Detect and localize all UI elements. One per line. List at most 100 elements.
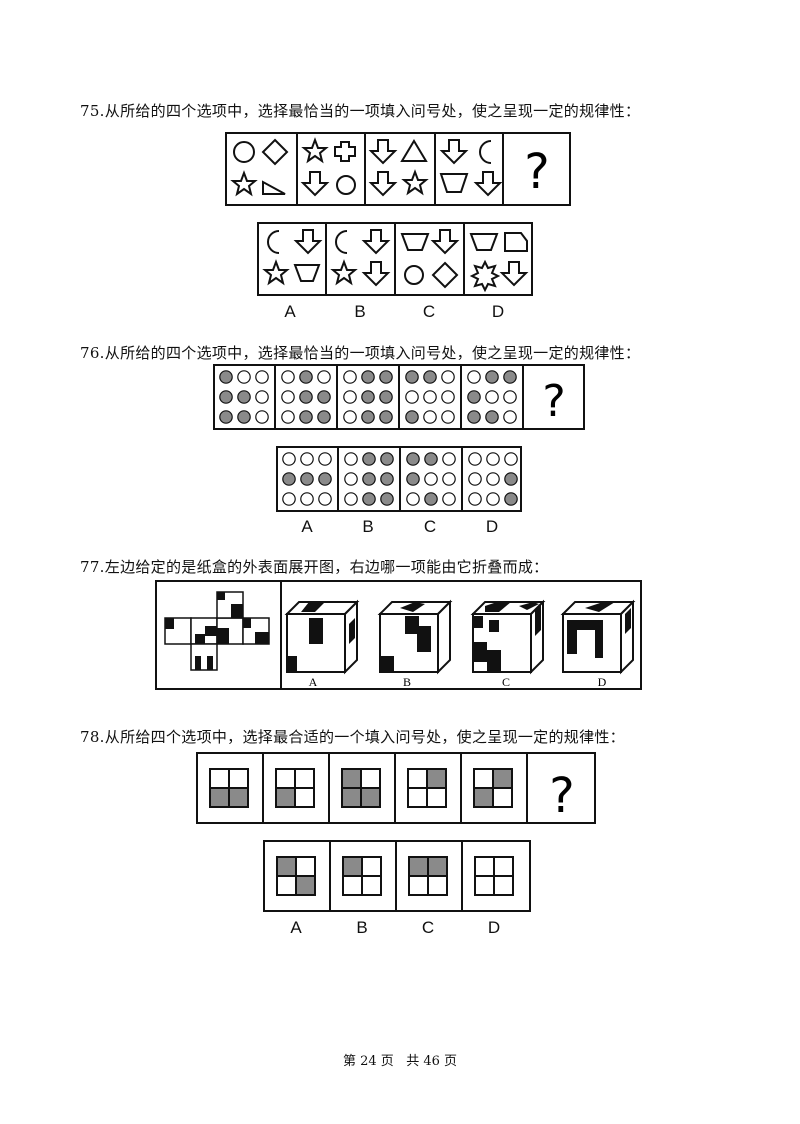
q76-option-1[interactable] bbox=[282, 452, 332, 506]
q76-option-4[interactable] bbox=[468, 452, 518, 506]
q78-option-2[interactable] bbox=[342, 856, 382, 896]
dot bbox=[344, 452, 358, 466]
quadrant bbox=[209, 787, 230, 808]
q76-options bbox=[276, 446, 522, 512]
q76-label-a: A bbox=[301, 517, 313, 536]
dot bbox=[424, 492, 438, 506]
q77-cube-net bbox=[164, 591, 270, 671]
dot bbox=[380, 472, 394, 486]
q76-seq-cell-3 bbox=[343, 370, 393, 424]
dot bbox=[344, 472, 358, 486]
dot bbox=[300, 472, 314, 486]
footer-page: 第 24 页 bbox=[342, 1054, 394, 1069]
dot bbox=[468, 472, 482, 486]
dot bbox=[299, 390, 313, 404]
q78-option-3[interactable] bbox=[408, 856, 448, 896]
quadrant bbox=[342, 875, 363, 896]
dot bbox=[282, 492, 296, 506]
dot bbox=[255, 410, 269, 424]
q78-seq-cell-5 bbox=[473, 768, 513, 808]
dot bbox=[442, 472, 456, 486]
q75-label-b: B bbox=[354, 302, 366, 321]
dot bbox=[379, 370, 393, 384]
q75-title: 75.从所给的四个选项中，选择最恰当的一项填入问号处，使之呈现一定的规律性： bbox=[80, 102, 641, 120]
quadrant bbox=[295, 856, 316, 877]
dot bbox=[423, 410, 437, 424]
q77-label-b: B bbox=[403, 675, 411, 689]
quadrant bbox=[407, 768, 428, 789]
dot bbox=[282, 452, 296, 466]
dot bbox=[485, 390, 499, 404]
dot bbox=[237, 410, 251, 424]
quadrant bbox=[474, 875, 495, 896]
quadrant bbox=[342, 856, 363, 877]
q78-option-1[interactable] bbox=[276, 856, 316, 896]
q75-label-d: D bbox=[491, 302, 505, 321]
q76-seq-cell-2 bbox=[281, 370, 331, 424]
q75-seq-cell-4 bbox=[439, 139, 503, 197]
dot bbox=[504, 492, 518, 506]
dot bbox=[504, 472, 518, 486]
q77-title: 77.左边给定的是纸盒的外表面展开图，右边哪一项能由它折叠而成： bbox=[80, 558, 549, 576]
q77-option-b[interactable] bbox=[377, 599, 453, 675]
q78-label-d: D bbox=[487, 918, 501, 937]
page-footer: 第 24 页 共 46 页 bbox=[0, 1050, 800, 1069]
q77-figure: A B C D bbox=[155, 580, 642, 690]
q76-label-b: B bbox=[362, 517, 374, 536]
dot bbox=[361, 410, 375, 424]
dot bbox=[423, 370, 437, 384]
dot bbox=[380, 452, 394, 466]
dot bbox=[467, 410, 481, 424]
dot bbox=[237, 390, 251, 404]
quadrant bbox=[275, 768, 296, 789]
quadrant bbox=[474, 856, 495, 877]
dot bbox=[281, 390, 295, 404]
q78-label-c: C bbox=[421, 918, 435, 937]
dot bbox=[504, 452, 518, 466]
q76-option-3[interactable] bbox=[406, 452, 456, 506]
quadrant bbox=[295, 875, 316, 896]
dot bbox=[405, 410, 419, 424]
q78-label-a: A bbox=[290, 918, 302, 937]
q76-option-2[interactable] bbox=[344, 452, 394, 506]
quadrant bbox=[361, 856, 382, 877]
dot bbox=[362, 492, 376, 506]
q78-option-4[interactable] bbox=[474, 856, 514, 896]
quadrant bbox=[408, 875, 429, 896]
q75-seq-cell-3 bbox=[368, 139, 429, 197]
quadrant bbox=[407, 787, 428, 808]
quadrant bbox=[341, 787, 362, 808]
dot bbox=[441, 410, 455, 424]
q75-option-b[interactable] bbox=[330, 229, 391, 287]
dot bbox=[406, 472, 420, 486]
dot bbox=[361, 370, 375, 384]
dot bbox=[300, 492, 314, 506]
q75-option-c[interactable] bbox=[400, 229, 460, 289]
quadrant bbox=[492, 787, 513, 808]
dot bbox=[503, 410, 517, 424]
q75-question-mark: ? bbox=[524, 144, 549, 200]
dot bbox=[486, 472, 500, 486]
dot bbox=[379, 410, 393, 424]
q75-option-a[interactable] bbox=[262, 229, 323, 286]
q76-question-mark: ? bbox=[542, 376, 565, 427]
q75-label-c: C bbox=[422, 302, 436, 321]
dot bbox=[317, 390, 331, 404]
q77-option-d[interactable] bbox=[560, 599, 636, 675]
dot bbox=[318, 492, 332, 506]
dot bbox=[503, 390, 517, 404]
q75-option-d[interactable] bbox=[469, 232, 529, 293]
q77-option-c[interactable] bbox=[470, 599, 546, 675]
quadrant bbox=[361, 875, 382, 896]
dot bbox=[441, 390, 455, 404]
dot bbox=[441, 370, 455, 384]
dot bbox=[405, 390, 419, 404]
q77-option-a[interactable] bbox=[284, 599, 360, 675]
q77-label-c: C bbox=[502, 675, 510, 689]
q75-seq-cell-1 bbox=[230, 138, 289, 197]
dot bbox=[503, 370, 517, 384]
quadrant bbox=[276, 856, 297, 877]
q76-label-d: D bbox=[485, 517, 499, 536]
quadrant bbox=[408, 856, 429, 877]
dot bbox=[442, 452, 456, 466]
